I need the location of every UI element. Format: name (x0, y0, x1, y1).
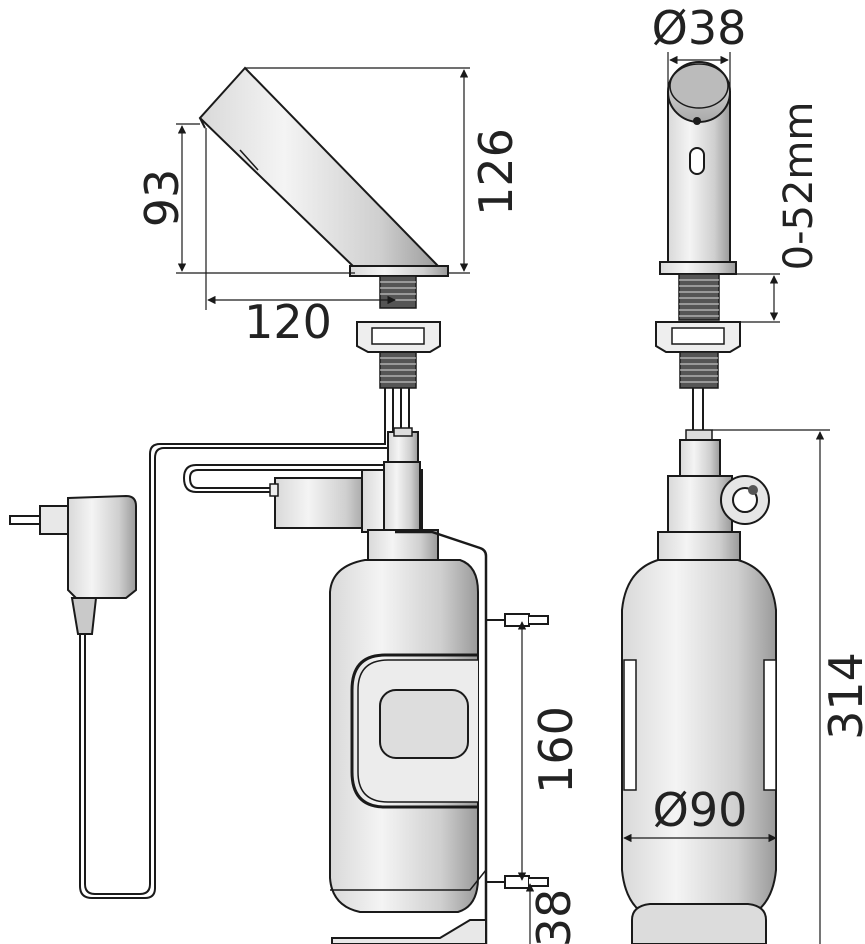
solenoid-valve-side (269, 427, 439, 563)
valve-front (657, 429, 770, 563)
dim-160-label: 160 (529, 706, 583, 794)
faucet-spout-side (198, 66, 449, 277)
dim-0-52mm-label: 0-52mm (776, 102, 822, 271)
side-view: 93 126 120 160 38 (9, 66, 583, 944)
power-adapter-icon (9, 494, 137, 635)
faucet-body-front (659, 61, 737, 275)
dimension-lines-side (176, 67, 535, 944)
threaded-shank-front (655, 273, 741, 389)
dim-38-label: 38 (527, 889, 581, 944)
power-cable (79, 432, 390, 899)
dim-314-label: 314 (819, 652, 865, 740)
dim-120-label: 120 (244, 295, 332, 349)
hoses-side (384, 388, 410, 432)
front-view: Ø38 0-52mm 314 Ø90 (621, 1, 865, 944)
dim-126-label: 126 (469, 128, 523, 216)
sensor-window-icon (689, 147, 705, 175)
dim-d90-label: Ø90 (653, 783, 748, 837)
threaded-shank-side (356, 275, 441, 389)
tank-front (621, 559, 777, 944)
hose-front (692, 388, 704, 430)
tank-side (329, 530, 549, 944)
dimension-lines-front (623, 52, 830, 944)
dim-93-label: 93 (135, 169, 189, 228)
dim-d38-label: Ø38 (652, 1, 747, 55)
